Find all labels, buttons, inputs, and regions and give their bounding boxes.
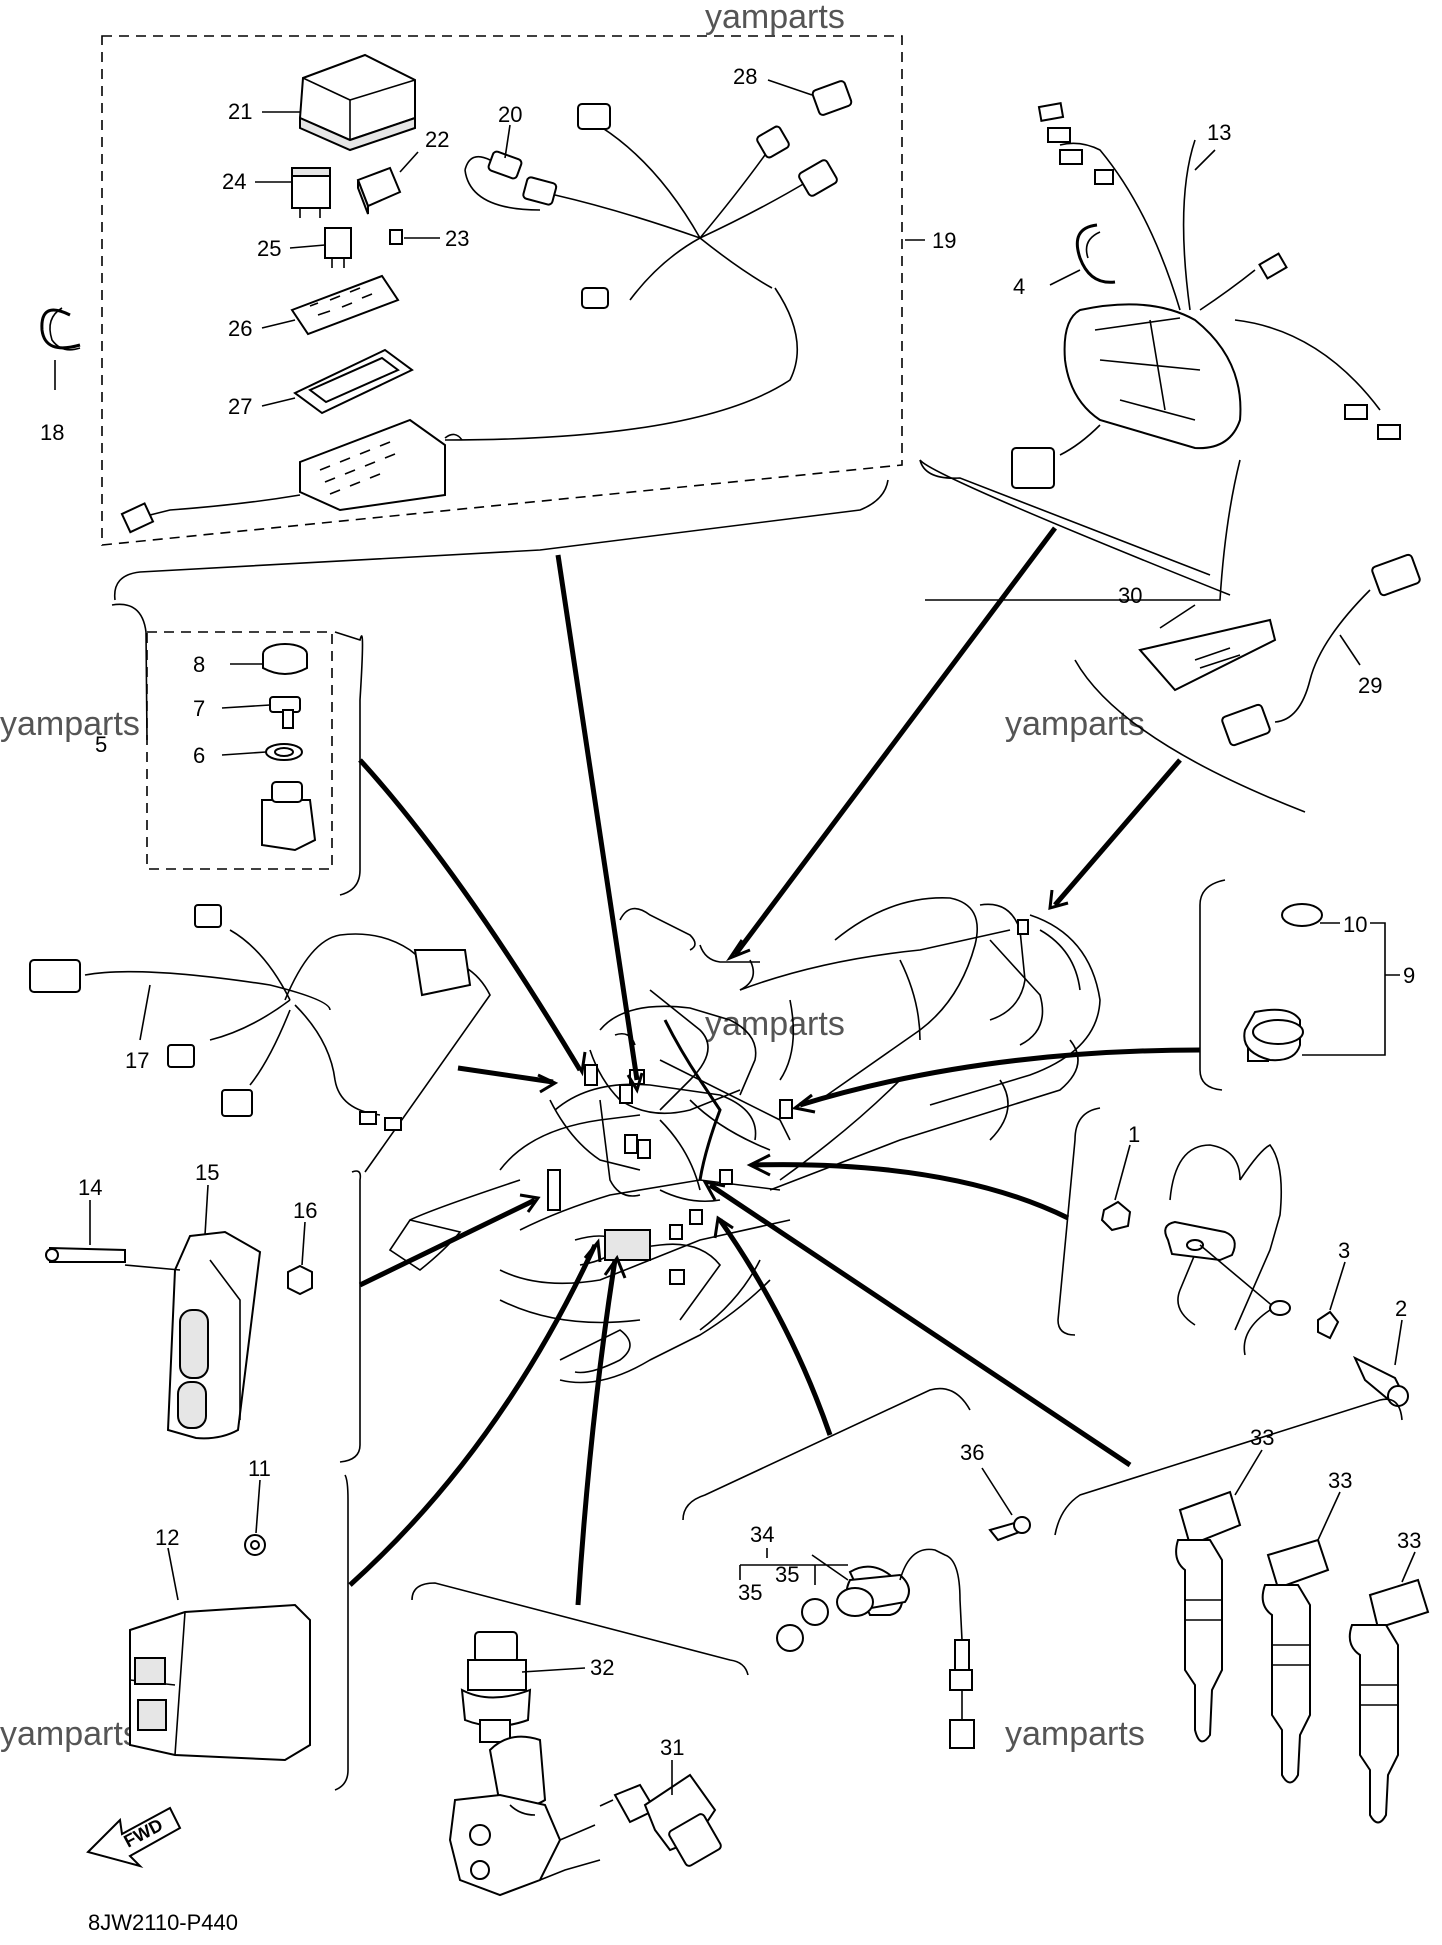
fuse-box-group: 21 24 22 25 23 26 27 20 28 19 <box>101 35 956 601</box>
sub-harness-group: 17 <box>29 904 491 1173</box>
fuse-harness-wire <box>444 287 799 441</box>
callout-23: 23 <box>445 226 469 251</box>
relay-large <box>291 167 331 218</box>
callout-8: 8 <box>193 652 205 677</box>
callout-5: 5 <box>95 732 107 757</box>
callout-27: 27 <box>228 394 252 419</box>
leader-lines <box>348 526 1201 1606</box>
coil-2 <box>1261 1538 1330 1784</box>
fwd-arrow: FWD <box>86 1806 182 1868</box>
callout-9: 9 <box>1403 963 1415 988</box>
coil-1 <box>1175 1490 1242 1743</box>
callout-36: 36 <box>960 1440 984 1465</box>
fuse-label-sheet <box>290 274 400 336</box>
callout-22: 22 <box>425 127 449 152</box>
lead-wire-group: 30 29 <box>1074 553 1421 813</box>
watermark-center: yamparts <box>705 1005 845 1043</box>
band-18: 18 <box>40 307 81 445</box>
watercraft-body <box>388 897 1101 1384</box>
horn-group: 10 9 <box>1199 879 1415 1091</box>
callout-34: 34 <box>750 1522 774 1547</box>
mount-group: 14 15 16 <box>45 1160 362 1463</box>
watermark-left: yamparts <box>0 705 140 743</box>
coil-3 <box>1348 1578 1430 1824</box>
fuse-box-seal <box>293 348 414 415</box>
main-switch-group: 8 7 6 5 <box>95 603 364 896</box>
callout-33c: 33 <box>1397 1528 1421 1553</box>
callout-24: 24 <box>222 169 246 194</box>
callout-13: 13 <box>1207 120 1231 145</box>
callout-26: 26 <box>228 316 252 341</box>
callout-6: 6 <box>193 743 205 768</box>
callout-11: 11 <box>248 1456 271 1481</box>
ecu-group: 11 12 <box>129 1456 349 1791</box>
callout-35a: 35 <box>775 1562 799 1587</box>
callout-7: 7 <box>193 696 205 721</box>
pressure-switch-group: 32 31 <box>411 1582 749 1897</box>
callout-16: 16 <box>293 1198 317 1223</box>
watermark-bottom-right: yamparts <box>1005 1715 1145 1753</box>
relay-small <box>356 166 402 215</box>
meter-group: 4 13 <box>919 102 1401 601</box>
ignition-coils: 33 33 33 <box>1054 1398 1430 1824</box>
callout-20: 20 <box>498 102 522 127</box>
callout-33b: 33 <box>1328 1468 1352 1493</box>
callout-25: 25 <box>257 236 281 261</box>
callout-12: 12 <box>155 1525 179 1550</box>
diagram-code: 8JW2110-P440 <box>88 1910 238 1935</box>
callout-21: 21 <box>228 99 252 124</box>
callout-15: 15 <box>195 1160 219 1185</box>
callout-1: 1 <box>1128 1122 1140 1147</box>
sensor-group: 34 35 35 36 <box>682 1387 1031 1749</box>
fuse <box>389 229 403 245</box>
callout-19: 19 <box>932 228 956 253</box>
callout-17: 17 <box>125 1048 149 1073</box>
callout-35b: 35 <box>738 1580 762 1605</box>
callout-31: 31 <box>660 1735 684 1760</box>
callout-2: 2 <box>1395 1296 1407 1321</box>
fuse-box-cover <box>298 53 416 152</box>
callout-30: 30 <box>1118 583 1142 608</box>
callout-18: 18 <box>40 420 64 445</box>
callout-14: 14 <box>78 1175 102 1200</box>
harness-connectors <box>464 80 853 309</box>
callout-4: 4 <box>1013 274 1025 299</box>
pressure-switch-32 <box>460 1631 532 1743</box>
fuse-box-base <box>120 418 463 534</box>
pressure-switch-31 <box>599 1773 722 1867</box>
relay-medium <box>324 227 352 268</box>
ground-group: 1 3 2 <box>1057 1107 1409 1407</box>
callout-29: 29 <box>1358 673 1382 698</box>
callout-10: 10 <box>1343 912 1367 937</box>
callout-33a: 33 <box>1250 1425 1274 1450</box>
watermark-top: yamparts <box>705 0 845 36</box>
callout-28: 28 <box>733 64 757 89</box>
pump-body <box>448 1735 601 1897</box>
watermark-bottom-left: yamparts <box>0 1715 140 1753</box>
callout-32: 32 <box>590 1655 614 1680</box>
callout-3: 3 <box>1338 1238 1350 1263</box>
watermark-right: yamparts <box>1005 705 1145 743</box>
ecu-on-hull <box>604 1229 651 1261</box>
